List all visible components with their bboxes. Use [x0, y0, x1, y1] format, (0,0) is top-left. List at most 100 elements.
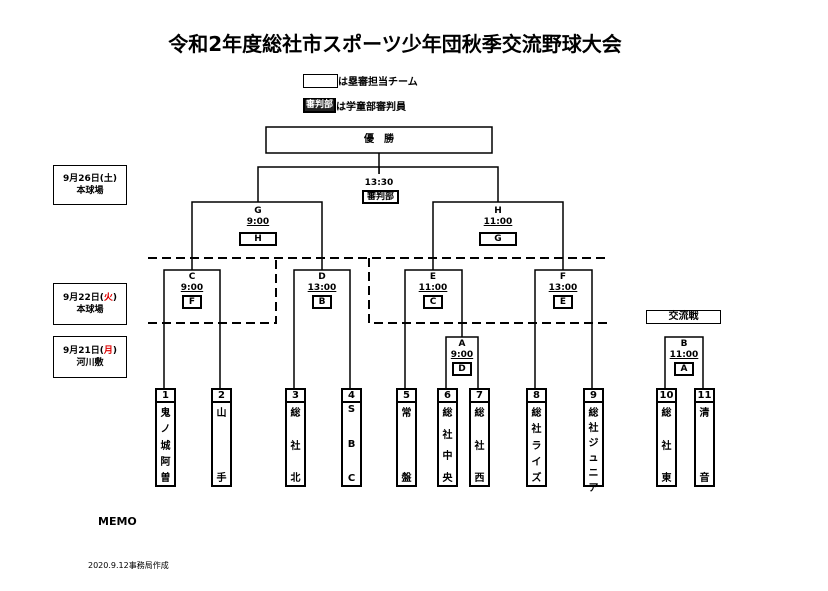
team-name-char: 常 [401, 408, 412, 419]
paren: ( [99, 346, 104, 356]
team-name-char: 央 [442, 472, 453, 484]
team-name-char: 西 [474, 473, 485, 484]
team-number: 5 [398, 390, 415, 403]
line-game-a [445, 336, 479, 388]
date-box-sep26: 9月26日(土) 本球場 [53, 165, 127, 205]
team-name-char: 城 [160, 440, 171, 452]
page-title: 令和2年度総社市スポーツ少年団秋季交流野球大会 [168, 32, 622, 56]
team-name-char: 総 [290, 408, 301, 419]
team-name-char: ラ [531, 440, 542, 452]
legend-box [303, 73, 338, 88]
team-number: 6 [439, 390, 456, 403]
paren: ( [99, 293, 104, 303]
team-name-char: 社 [531, 424, 542, 436]
team-number: 9 [585, 390, 602, 403]
team-name-char: ニ [588, 468, 599, 479]
team-name-char: 東 [661, 473, 672, 484]
team-name: 総社西 [471, 403, 488, 485]
team-name-char: イ [531, 456, 542, 468]
game-label: C [188, 272, 196, 282]
exchange-match-label: 交流戦 [646, 310, 721, 324]
team-name-char: 阿 [160, 456, 171, 468]
umpire-box-d: B [312, 295, 332, 309]
team-name-char: 手 [216, 473, 227, 484]
game-label: I [377, 167, 381, 177]
umpire-box-e: C [423, 295, 443, 309]
paren: ) [112, 293, 118, 303]
game-time: 11:00 [483, 217, 513, 227]
dashed-divider-right [368, 258, 610, 324]
champion-box: 優 勝 [364, 134, 394, 145]
team-name-char: 総 [588, 408, 599, 419]
game-label: A [458, 339, 466, 349]
team-name: 清音 [696, 403, 713, 485]
team-name-char: 総 [474, 408, 485, 419]
team-name: 常盤 [398, 403, 415, 485]
legend-referee: 審判部 は学童部審判員 [303, 98, 406, 113]
game-time: 9:00 [450, 350, 474, 360]
team-name-char: 社 [474, 440, 485, 452]
dashed-divider-left [148, 258, 277, 324]
umpire-box-c: F [182, 295, 202, 309]
umpire-box-f: E [553, 295, 573, 309]
team-name-char: 鬼 [160, 408, 171, 419]
date: 9月21日 [62, 346, 100, 356]
team-name: 鬼ノ城阿曽 [157, 403, 174, 485]
game-label: F [559, 272, 567, 282]
date-box-sep22: 9月22日(火) 本球場 [53, 283, 127, 325]
team-name-char: 山 [216, 408, 227, 419]
game-time: 13:00 [548, 283, 578, 293]
team-name: 山手 [213, 403, 230, 485]
memo-label: MEMO [98, 515, 137, 528]
game-time: 11:00 [418, 283, 448, 293]
team-name-char: ュ [588, 453, 599, 464]
line-game-h [432, 201, 564, 270]
line-final [257, 153, 499, 202]
line-game-e [404, 269, 463, 388]
game-label: H [494, 206, 502, 216]
team-name-char: 盤 [401, 473, 412, 484]
game-label: E [429, 272, 437, 282]
umpire-box-a: D [452, 362, 472, 376]
paren: ) [112, 346, 118, 356]
team-name-char: ジ [588, 438, 599, 449]
weekday: 火 [103, 293, 113, 303]
team-name-char: 清 [699, 408, 710, 419]
team-name-char: ズ [531, 473, 542, 484]
team-name: 総社東 [658, 403, 675, 485]
team-number: 1 [157, 390, 174, 403]
line-game-c [163, 269, 221, 388]
team-number: 11 [696, 390, 713, 403]
venue: 河川敷 [76, 358, 104, 368]
team-name-char: 総 [661, 408, 672, 419]
team-number: 7 [471, 390, 488, 403]
date-box-sep21: 9月21日(月) 河川敷 [53, 336, 127, 378]
umpire-box-b: A [674, 362, 694, 376]
team-name-char: 中 [442, 451, 453, 463]
legend-text: は塁審担当チーム [338, 77, 418, 88]
line-game-f [534, 269, 593, 388]
team-name-char: S [347, 404, 356, 415]
venue: 本球場 [76, 305, 104, 315]
team-name-char: 社 [290, 440, 301, 452]
team-name-char: 曽 [160, 473, 171, 484]
team-name-char: 北 [290, 473, 301, 484]
team-number: 4 [343, 390, 360, 403]
team-name-char: C [347, 473, 356, 484]
line-game-d [293, 269, 351, 388]
